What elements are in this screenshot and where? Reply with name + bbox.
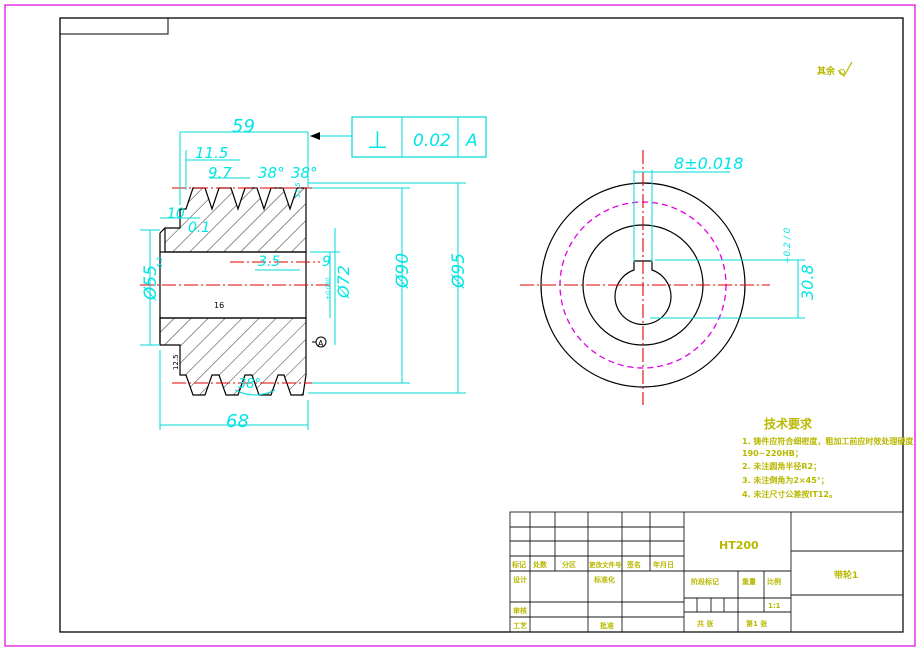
tb-label-date: 年月日 (653, 560, 674, 569)
tb-design: 设计 (513, 575, 527, 584)
tb-label-change-doc: 更改文件号 (589, 560, 622, 569)
tolerance-value: 0.02 (413, 131, 451, 151)
tb-process: 工艺 (513, 621, 527, 630)
dim-groove-width: 3.5 (258, 254, 280, 270)
inner-frame (59, 17, 904, 633)
tb-label-zone: 分区 (562, 560, 576, 569)
dim-bottom-angle: 38° (238, 377, 261, 392)
dim-groove-angle-1: 38° (258, 164, 285, 182)
geometric-tolerance-frame: ⊥ 0.02 A (310, 116, 487, 158)
tb-review: 审核 (513, 606, 527, 615)
lower-section (159, 317, 307, 396)
dim-outer-90: Ø90 (393, 253, 413, 289)
keyway-width-dim: 8±0.018 (674, 154, 743, 173)
upper-section (164, 187, 307, 253)
tb-approve: 批准 (600, 621, 614, 630)
dim-overall-width: 59 (232, 116, 255, 137)
dim-bore-72: Ø72 (334, 265, 353, 299)
dim-hub-offset: 10 (167, 206, 185, 222)
tb-weight: 重量 (742, 577, 756, 586)
dim-groove-depth: 9.7 (208, 164, 232, 182)
tech-req-item-3: 3. 未注倒角为2×45°； (742, 475, 829, 486)
tb-standardization: 标准化 (593, 575, 615, 584)
dim-hub-chamfer: 0.1 (188, 220, 210, 236)
mid-roughness: 16 (214, 301, 224, 310)
tech-req-item-2: 2. 未注圆角半径R2； (742, 461, 821, 472)
tb-label-sign: 签名 (626, 560, 641, 569)
tb-sheets-total: 共 张 (697, 619, 714, 628)
keyway-depth-tol: +0.2 / 0 (783, 227, 793, 264)
keyway-bore (614, 260, 672, 326)
tb-label-mark: 标记 (511, 560, 526, 569)
section-view: 59 11.5 9.7 38° 38° 12.5 10 0.1 Ø55 6.3 … (140, 116, 469, 432)
roughness-note: 其余 (817, 65, 836, 77)
tech-req-item-1: 1. 铸件应符合细密度，粗加工前应时效处理硬度 (742, 436, 914, 446)
tech-req-title: 技术要求 (764, 416, 813, 431)
dim-groove-depth-2: 9 (322, 254, 331, 270)
tb-stage-mark: 阶段标记 (691, 577, 719, 586)
bore-tolerance: +0.030 (325, 278, 332, 300)
tb-label-count: 处数 (532, 560, 548, 569)
material: HT200 (719, 539, 759, 552)
tb-scale: 1:1 (768, 602, 781, 610)
tech-req-item-1b: 190~220HB； (742, 449, 803, 459)
outer-border (4, 4, 916, 647)
end-view: 8±0.018 30.8 +0.2 / 0 (520, 150, 817, 405)
dim-outer-95: Ø95 (449, 253, 469, 289)
tech-req-item-4: 4. 未注尺寸公差按IT12。 (742, 489, 837, 499)
part-name: 带轮1 (834, 569, 858, 581)
roughness-top: 12.5 (294, 182, 302, 198)
title-block: HT200 带轮1 标记 处数 分区 更改文件号 签名 年月日 设计 标准化 阶… (509, 511, 904, 633)
tb-sheet-no: 第1 张 (746, 619, 768, 628)
dim-groove-angle-2: 38° (291, 164, 318, 182)
dim-groove-pitch: 11.5 (195, 144, 228, 162)
dim-bore-dia: Ø55 (141, 265, 161, 301)
corner-label-box (59, 17, 169, 35)
tolerance-datum: A (465, 131, 478, 151)
perpendicularity-symbol: ⊥ (367, 126, 388, 154)
keyway-depth-dim: 30.8 (798, 264, 817, 300)
datum-a-label: A (318, 339, 324, 348)
face-roughness: 12.5 (172, 354, 180, 370)
tb-scale-label: 比例 (767, 577, 781, 586)
technical-requirements: 技术要求 1. 铸件应符合细密度，粗加工前应时效处理硬度 190~220HB； … (742, 416, 914, 499)
bore-roughness: 6.3 (156, 257, 164, 268)
dim-total-length: 68 (226, 411, 249, 432)
